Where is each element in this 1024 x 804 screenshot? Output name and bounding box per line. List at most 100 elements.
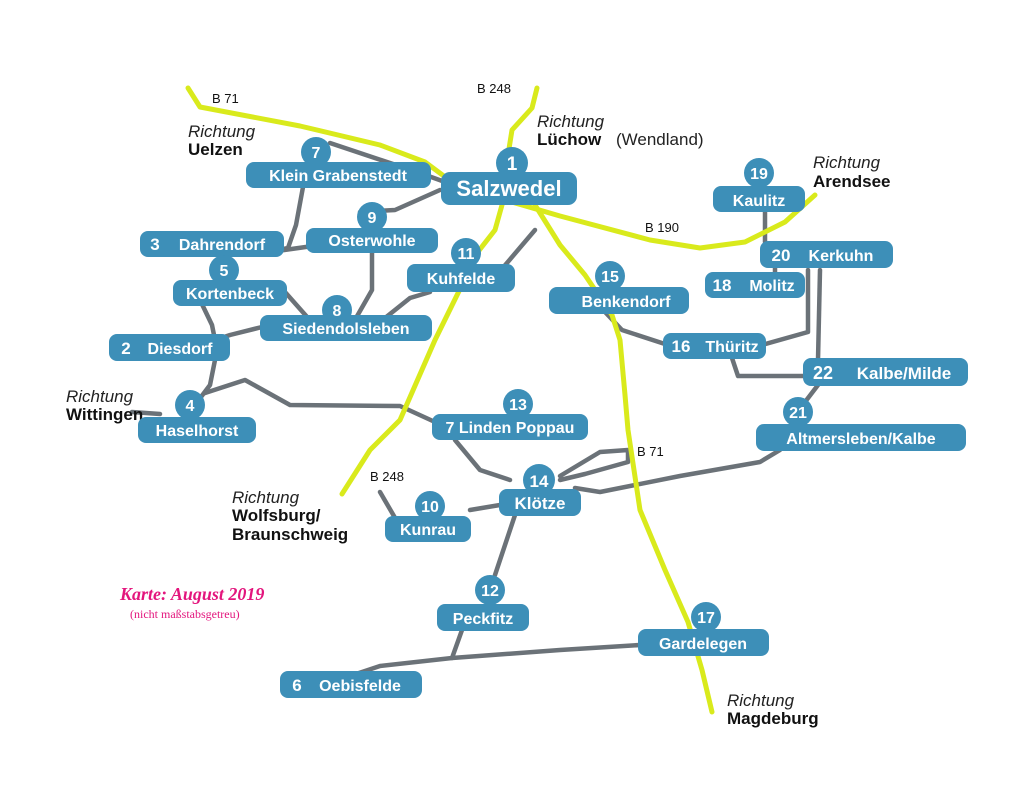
route-22-21 xyxy=(802,382,821,405)
direction-destination: Wolfsburg/ xyxy=(232,506,321,525)
direction-word: Richtung xyxy=(813,153,881,172)
stop-name: Kerkuhn xyxy=(809,248,874,265)
route-13-14 xyxy=(452,437,513,483)
route-5-8 xyxy=(282,289,311,321)
stop-osterwohle[interactable]: 9 Osterwohle xyxy=(306,202,438,253)
route-14-21 xyxy=(572,447,783,495)
stop-name: Klötze xyxy=(515,494,566,513)
stop-salzwedel[interactable]: 1 Salzwedel xyxy=(441,147,577,205)
stop-kuhfelde[interactable]: 11 Kuhfelde xyxy=(407,238,515,292)
route-16-22 xyxy=(729,355,808,379)
road-label-b71-south: B 71 xyxy=(637,444,664,459)
direction-word: Richtung xyxy=(66,387,134,406)
direction-labels: Richtung Uelzen Richtung Lüchow (Wendlan… xyxy=(66,112,890,728)
direction-word: Richtung xyxy=(537,112,605,131)
stop-kerkuhn[interactable]: 20 Kerkuhn xyxy=(760,241,893,268)
stop-number: 13 xyxy=(509,397,527,414)
stop-number: 8 xyxy=(333,303,342,320)
route-8-11 xyxy=(382,289,433,321)
stop-name: Dahrendorf xyxy=(179,237,266,254)
stop-number: 7 xyxy=(312,145,321,162)
road-label-b190: B 190 xyxy=(645,220,679,235)
stop-number: 5 xyxy=(220,263,229,280)
road-label-b248-south: B 248 xyxy=(370,469,404,484)
direction-wolfsburg: Richtung Wolfsburg/ Braunschweig xyxy=(232,488,348,544)
stop-name: Oebisfelde xyxy=(319,678,401,695)
stop-peckfitz[interactable]: 12 Peckfitz xyxy=(437,575,529,631)
map-scale-note: (nicht maßstabsgetreu) xyxy=(130,607,240,621)
stop-kalbe-milde[interactable]: 22 Kalbe/Milde xyxy=(803,358,968,386)
stop-number: 11 xyxy=(458,246,475,263)
road-b248-north xyxy=(505,85,540,158)
stops: 1 Salzwedel 7 Klein Grabenstedt 9 Osterw… xyxy=(109,137,968,698)
direction-arendsee: Richtung Arendsee xyxy=(813,153,890,191)
stop-number: 14 xyxy=(530,472,549,491)
route-16-20 xyxy=(759,267,811,348)
stop-number: 22 xyxy=(813,363,833,383)
stop-name: Siedendolsleben xyxy=(282,321,409,338)
stop-name: Gardelegen xyxy=(659,636,747,653)
stop-thueritz[interactable]: 16 Thüritz xyxy=(663,333,766,359)
stop-number: 19 xyxy=(750,166,768,183)
road-label-b248-north: B 248 xyxy=(477,81,511,96)
stop-name: Klein Grabenstedt xyxy=(269,168,407,185)
stop-name: Altmersleben/Kalbe xyxy=(786,431,935,448)
direction-luechow: Richtung Lüchow (Wendland) xyxy=(537,112,704,149)
stop-kunrau[interactable]: 10 Kunrau xyxy=(385,491,471,542)
direction-word: Richtung xyxy=(188,122,256,141)
route-4-wittingen xyxy=(129,409,163,417)
stop-number: 15 xyxy=(601,269,619,286)
stop-altmersleben-kalbe[interactable]: 21 Altmersleben/Kalbe xyxy=(756,397,966,451)
stop-name: Salzwedel xyxy=(456,176,561,201)
road-b248-south xyxy=(339,202,505,497)
stop-number: 1 xyxy=(507,154,518,175)
route-20-22 xyxy=(815,267,823,363)
stop-number: 17 xyxy=(697,610,715,627)
direction-word: Richtung xyxy=(727,691,795,710)
stop-molitz[interactable]: 18 Molitz xyxy=(705,272,805,298)
stop-kloetze[interactable]: 14 Klötze xyxy=(499,464,581,516)
stop-dahrendorf[interactable]: 3 Dahrendorf xyxy=(140,231,284,257)
stop-name: Kortenbeck xyxy=(186,286,274,303)
stop-klein-grabenstedt[interactable]: 7 Klein Grabenstedt xyxy=(246,137,431,188)
stop-name: 7 Linden Poppau xyxy=(446,420,575,437)
direction-destination: Uelzen xyxy=(188,140,243,159)
direction-destination: Arendsee xyxy=(813,172,890,191)
stop-siedendolsleben[interactable]: 8 Siedendolsleben xyxy=(260,295,432,341)
direction-extra: (Wendland) xyxy=(616,130,704,149)
direction-destination-2: Braunschweig xyxy=(232,525,348,544)
stop-name: Kalbe/Milde xyxy=(857,364,951,383)
stop-haselhorst[interactable]: 4 Haselhorst xyxy=(138,390,256,443)
stop-name: Kuhfelde xyxy=(427,271,496,288)
route-9-8 xyxy=(353,247,375,321)
stop-diesdorf[interactable]: 2 Diesdorf xyxy=(109,334,230,361)
route-12-6 xyxy=(347,627,465,679)
stop-number: 18 xyxy=(713,276,732,295)
stop-name: Diesdorf xyxy=(148,341,214,358)
stop-name: Kaulitz xyxy=(733,193,785,210)
stop-number: 2 xyxy=(121,339,130,358)
stop-kaulitz[interactable]: 19 Kaulitz xyxy=(713,158,805,212)
direction-word: Richtung xyxy=(232,488,300,507)
stop-number: 9 xyxy=(368,210,377,227)
stop-name: Haselhorst xyxy=(156,423,239,440)
route-14-loop xyxy=(557,447,631,483)
direction-destination: Wittingen xyxy=(66,405,143,424)
road-labels: B 71 B 248 B 190 B 248 B 71 xyxy=(212,81,679,484)
stop-name: Molitz xyxy=(749,278,794,295)
route-14-12 xyxy=(492,512,518,578)
route-14-10 xyxy=(467,502,503,513)
direction-destination: Magdeburg xyxy=(727,709,819,728)
direction-destination: Lüchow xyxy=(537,130,602,149)
map-date-title: Karte: August 2019 xyxy=(119,584,264,604)
stop-oebisfelde[interactable]: 6 Oebisfelde xyxy=(280,671,422,698)
stop-gardelegen[interactable]: 17 Gardelegen xyxy=(638,602,769,656)
stop-number: 20 xyxy=(772,246,791,265)
stop-number: 3 xyxy=(150,235,159,254)
stop-linden-poppau[interactable]: 13 7 Linden Poppau xyxy=(432,389,588,440)
direction-magdeburg: Richtung Magdeburg xyxy=(727,691,819,728)
stop-kortenbeck[interactable]: 5 Kortenbeck xyxy=(173,255,287,306)
route-4-13 xyxy=(202,377,438,425)
stop-benkendorf[interactable]: 15 Benkendorf xyxy=(549,261,689,314)
